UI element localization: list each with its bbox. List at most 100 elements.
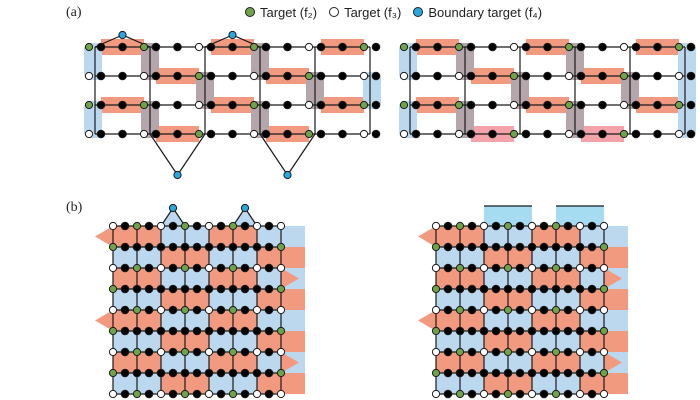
data-qubit-node [240, 284, 250, 294]
target-f2-node [509, 71, 519, 81]
data-qubit-node [240, 305, 250, 315]
data-qubit-node [521, 71, 531, 81]
data-qubit-node [543, 100, 552, 110]
data-qubit-node [338, 100, 347, 110]
data-qubit-node [563, 263, 573, 273]
data-qubit-node [433, 42, 442, 52]
boundary-plaquette [399, 43, 417, 80]
panel-b-label: (b) [66, 200, 83, 215]
data-qubit-node [264, 305, 274, 315]
target-f3-node [599, 347, 609, 357]
data-qubit-node [216, 263, 226, 273]
target-f3-node [252, 305, 262, 315]
data-qubit-node [515, 347, 525, 357]
target-f2-node [455, 347, 465, 357]
data-qubit-node [515, 263, 525, 273]
data-qubit-node [261, 100, 271, 110]
data-qubit-node [180, 368, 190, 378]
data-qubit-node [563, 368, 573, 378]
boundary-target-node [228, 30, 237, 40]
data-qubit-node [491, 305, 501, 315]
target-f2-node [564, 42, 574, 52]
data-qubit-node [467, 326, 477, 336]
data-qubit-node [216, 242, 226, 252]
data-qubit-node [576, 71, 586, 81]
target-f3-node [564, 71, 574, 81]
legend-item-f4: Boundary target (f₄) [413, 5, 542, 20]
target-f3-node [527, 305, 537, 315]
data-qubit-node [551, 326, 561, 336]
data-qubit-node [144, 368, 154, 378]
boundary-plaquette [399, 101, 417, 138]
data-qubit-node [192, 242, 202, 252]
data-qubit-node [563, 305, 573, 315]
data-qubit-node [433, 129, 442, 139]
target-f2-node [304, 71, 314, 81]
data-qubit-node [491, 242, 501, 252]
data-qubit-node [455, 242, 465, 252]
data-qubit-node [173, 42, 182, 52]
data-qubit-node [491, 347, 501, 357]
data-qubit-node [503, 326, 513, 336]
data-qubit-node [283, 71, 292, 81]
data-qubit-node [240, 263, 250, 273]
target-f2-node [194, 129, 204, 139]
target-f3-node [108, 305, 118, 315]
data-qubit-node [587, 284, 597, 294]
data-qubit-node [631, 100, 641, 110]
data-qubit-node [118, 42, 127, 52]
target-f2-node [228, 263, 238, 273]
data-qubit-node [180, 326, 190, 336]
data-qubit-node [479, 284, 489, 294]
data-qubit-node [96, 71, 106, 81]
data-qubit-node [539, 389, 549, 399]
data-qubit-node [173, 100, 182, 110]
data-qubit-node [216, 305, 226, 315]
target-f2-node [276, 368, 286, 378]
target-f3-node [527, 389, 537, 399]
data-qubit-node [118, 71, 127, 81]
data-qubit-node [653, 100, 662, 110]
target-f3-node [108, 221, 118, 231]
data-qubit-node [455, 284, 465, 294]
data-qubit-node [686, 71, 696, 81]
data-qubit-node [551, 242, 561, 252]
target-f2-node [108, 242, 118, 252]
data-qubit-node [156, 284, 166, 294]
target-f3-node [479, 347, 489, 357]
data-qubit-node [192, 263, 202, 273]
data-qubit-node [587, 368, 597, 378]
data-qubit-node [443, 242, 453, 252]
data-qubit-node [539, 368, 549, 378]
data-qubit-node [180, 242, 190, 252]
target-f3-node [479, 305, 489, 315]
data-qubit-node [433, 100, 442, 110]
data-qubit-node [551, 368, 561, 378]
data-qubit-node [575, 284, 585, 294]
data-qubit-node [168, 368, 178, 378]
target-f3-node [431, 221, 441, 231]
target-f3-node [509, 100, 519, 110]
legend-label-f3: Target (f₃) [344, 4, 402, 20]
data-qubit-node [587, 242, 597, 252]
data-qubit-node [132, 242, 142, 252]
target-f3-node [204, 263, 214, 273]
data-qubit-node [631, 42, 641, 52]
boundary-target-node [240, 203, 250, 213]
data-qubit-node [543, 129, 552, 139]
data-qubit-node [467, 305, 477, 315]
data-qubit-node [443, 305, 453, 315]
data-qubit-node [587, 305, 597, 315]
target-f2-node [455, 263, 465, 273]
data-qubit-node [192, 221, 202, 231]
boundary-arrow [604, 268, 622, 289]
data-qubit-node [206, 42, 216, 52]
data-qubit-node [120, 389, 130, 399]
data-qubit-node [527, 242, 537, 252]
qubit-layer [84, 30, 696, 399]
data-qubit-node [653, 71, 662, 81]
data-qubit-node [598, 42, 607, 52]
target-f3-node [108, 389, 118, 399]
data-qubit-node [488, 100, 497, 110]
data-qubit-node [467, 242, 477, 252]
